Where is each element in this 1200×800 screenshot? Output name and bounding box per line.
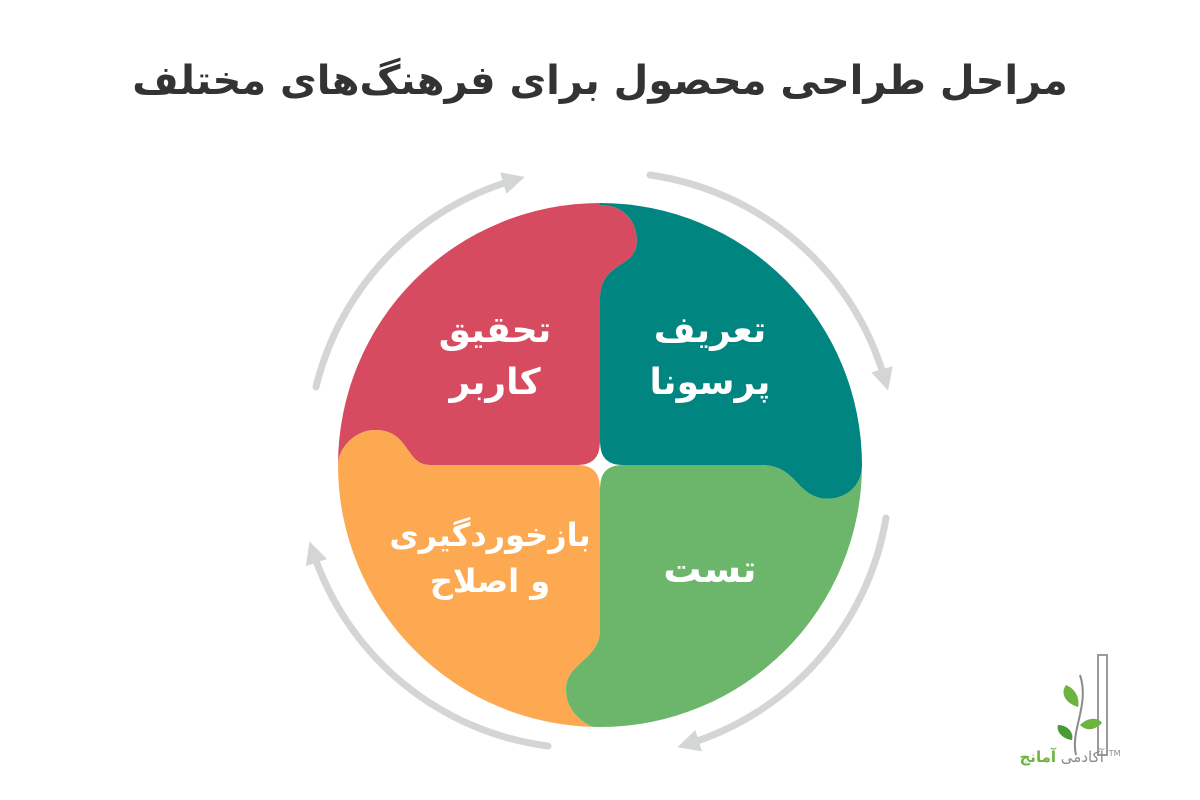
cycle-arrow-bottom-left — [305, 541, 552, 750]
segment-label-line: پرسونا — [649, 362, 771, 404]
segment-label-line: تعریف — [653, 310, 767, 351]
segment-label-line: بازخوردگیری — [389, 516, 591, 554]
segment-label-test: تست — [610, 542, 810, 597]
cycle-arrow-bottom-right — [677, 514, 890, 752]
trademark-mark: TM — [1108, 749, 1121, 758]
segment-label-line: کاربر — [449, 362, 541, 404]
logo-brand: آمانج — [1019, 748, 1057, 766]
segment-test — [566, 465, 862, 727]
logo-text: TM آکادمی آمانج — [985, 748, 1155, 766]
segment-label-line: تست — [663, 547, 757, 591]
segment-label-feedback: بازخوردگیری و اصلاح — [370, 512, 610, 605]
center-gap — [577, 442, 623, 488]
segment-label-line: و اصلاح — [429, 562, 551, 601]
page-title: مراحل طراحی محصول برای فرهنگ‌های مختلف — [132, 58, 1068, 104]
cycle-arrows — [305, 171, 893, 752]
cycle-arrow-top-left — [312, 172, 525, 391]
logo-prefix: آکادمی — [1060, 748, 1104, 766]
segment-label-user-research: تحقیق کاربر — [395, 305, 595, 409]
segment-label-persona: تعریف پرسونا — [610, 305, 810, 409]
tree-sprout-logo-icon — [1057, 654, 1108, 756]
segment-label-line: تحقیق — [438, 310, 552, 351]
cycle-arrow-top-right — [646, 171, 893, 391]
